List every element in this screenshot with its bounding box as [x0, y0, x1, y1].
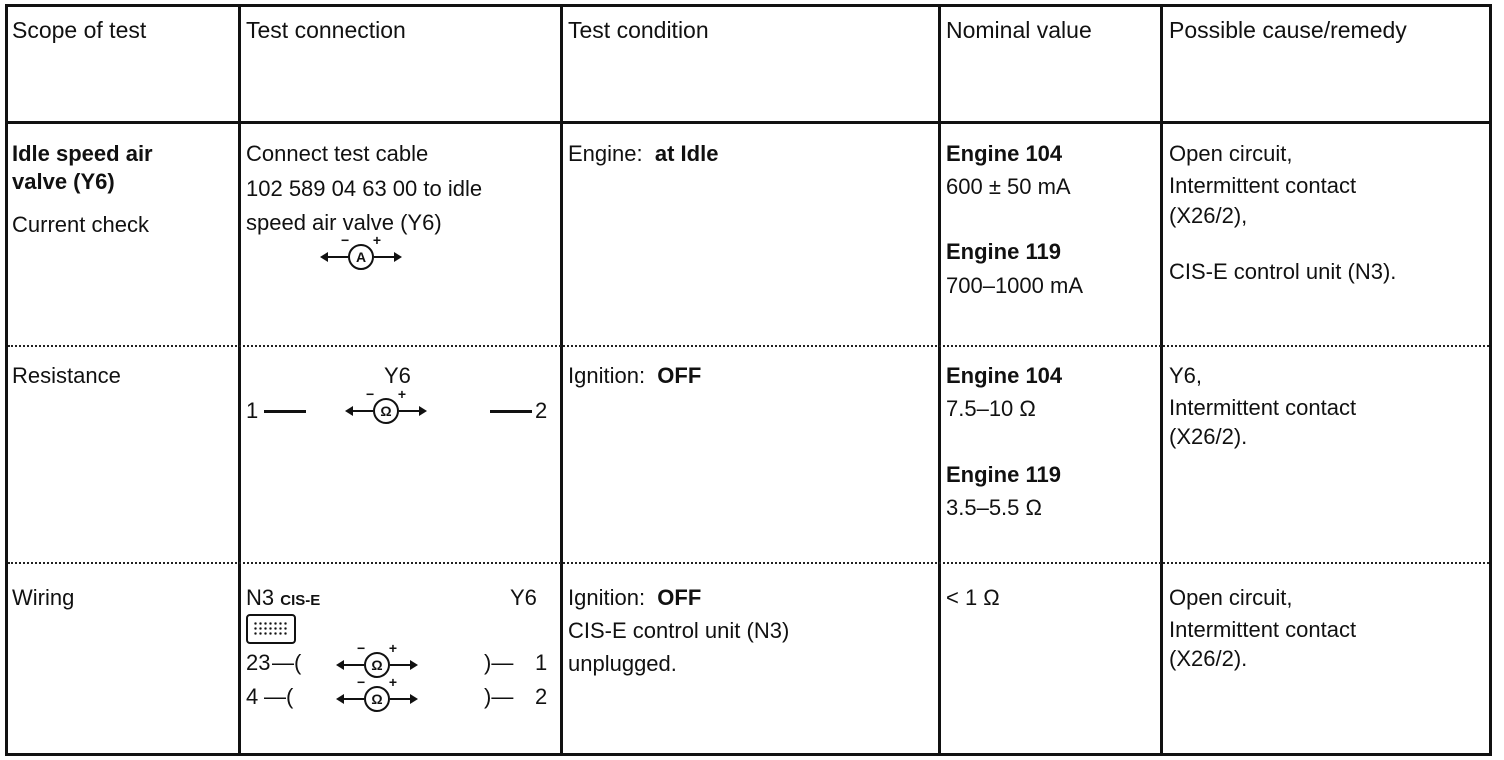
table-frame — [5, 4, 1492, 756]
ohmmeter-icon: − Ω + — [366, 387, 406, 424]
cause-line: CIS-E control unit (N3). — [1169, 259, 1397, 284]
ohmmeter-symbol: − Ω + — [345, 387, 427, 424]
row-divider — [8, 562, 1489, 564]
ohmmeter-symbol: − Ω + — [336, 675, 418, 712]
pin-label: 1 — [535, 650, 548, 675]
arrow-right-icon — [374, 252, 402, 262]
connection-line: 102 589 04 63 00 to idle — [246, 176, 483, 201]
nominal-value: 700–1000 mA — [946, 273, 1083, 298]
header-condition: Test condition — [568, 17, 709, 43]
arrow-left-icon — [336, 694, 364, 704]
plug-icon: )— — [484, 684, 514, 709]
cause-line: Intermittent contact — [1169, 617, 1357, 642]
condition-line: CIS-E control unit (N3) — [568, 618, 790, 643]
pin-label: 1 — [246, 398, 259, 423]
arrow-right-icon — [399, 406, 427, 416]
nominal-value: 3.5–5.5 Ω — [946, 495, 1042, 520]
header-divider — [5, 121, 1492, 124]
arrow-right-icon — [390, 660, 418, 670]
arrow-left-icon — [345, 406, 373, 416]
scope-title: Wiring — [12, 585, 75, 610]
condition-text: Ignition: OFF — [568, 585, 702, 610]
component-label: Y6 — [384, 363, 411, 388]
cause-line: Intermittent contact — [1169, 395, 1357, 420]
column-divider — [238, 4, 241, 756]
condition-line: unplugged. — [568, 651, 677, 676]
pin-label: 23 — [246, 650, 271, 675]
nominal-value: 7.5–10 Ω — [946, 396, 1036, 421]
scope-title: valve (Y6) — [12, 169, 115, 194]
wire-lead — [490, 410, 532, 413]
cause-line: Intermittent contact — [1169, 173, 1357, 198]
scope-title: Resistance — [12, 363, 121, 388]
plug-icon: )— — [484, 650, 514, 675]
arrow-right-icon — [390, 694, 418, 704]
pin-label: 2 — [535, 398, 548, 423]
condition-text: Ignition: OFF — [568, 363, 702, 388]
nominal-engine: Engine 104 — [946, 363, 1063, 388]
nominal-value: 600 ± 50 mA — [946, 174, 1071, 199]
scope-title: Idle speed air — [12, 141, 153, 166]
nominal-engine: Engine 119 — [946, 462, 1061, 487]
nominal-value: < 1 Ω — [946, 585, 1000, 610]
column-divider — [1160, 4, 1163, 756]
pin-label: 2 — [535, 684, 548, 709]
column-divider — [560, 4, 563, 756]
ohmmeter-symbol: − Ω + — [336, 641, 418, 678]
header-cause: Possible cause/remedy — [1169, 17, 1407, 43]
ammeter-symbol: − A + — [320, 233, 402, 270]
cause-line: Y6, — [1169, 363, 1203, 388]
plug-icon: —( — [272, 650, 302, 675]
wire-lead — [264, 410, 306, 413]
header-nominal: Nominal value — [946, 17, 1092, 43]
arrow-left-icon — [320, 252, 348, 262]
unit-label: N3 CIS-E — [246, 585, 321, 610]
connection-line: Connect test cable — [246, 141, 429, 166]
scope-subtitle: Current check — [12, 212, 149, 237]
ammeter-icon: − A + — [341, 233, 381, 270]
cause-line: (X26/2), — [1169, 203, 1248, 228]
arrow-left-icon — [336, 660, 364, 670]
ohmmeter-icon: − Ω + — [357, 675, 397, 712]
ohmmeter-icon: − Ω + — [357, 641, 397, 678]
cause-line: (X26/2). — [1169, 424, 1248, 449]
cause-line: Open circuit, — [1169, 585, 1293, 610]
column-divider — [938, 4, 941, 756]
condition-text: Engine: at Idle — [568, 141, 719, 166]
row-divider — [8, 345, 1489, 347]
pin-label: 4 — [246, 684, 259, 709]
plug-icon: —( — [264, 684, 294, 709]
component-label: Y6 — [510, 585, 537, 610]
connection-line: speed air valve (Y6) — [246, 210, 442, 235]
header-connection: Test connection — [246, 17, 406, 43]
cause-line: (X26/2). — [1169, 646, 1248, 671]
cause-line: Open circuit, — [1169, 141, 1293, 166]
nominal-engine: Engine 104 — [946, 141, 1063, 166]
control-unit-connector-icon — [246, 614, 296, 644]
header-scope: Scope of test — [12, 17, 147, 43]
nominal-engine: Engine 119 — [946, 239, 1061, 264]
